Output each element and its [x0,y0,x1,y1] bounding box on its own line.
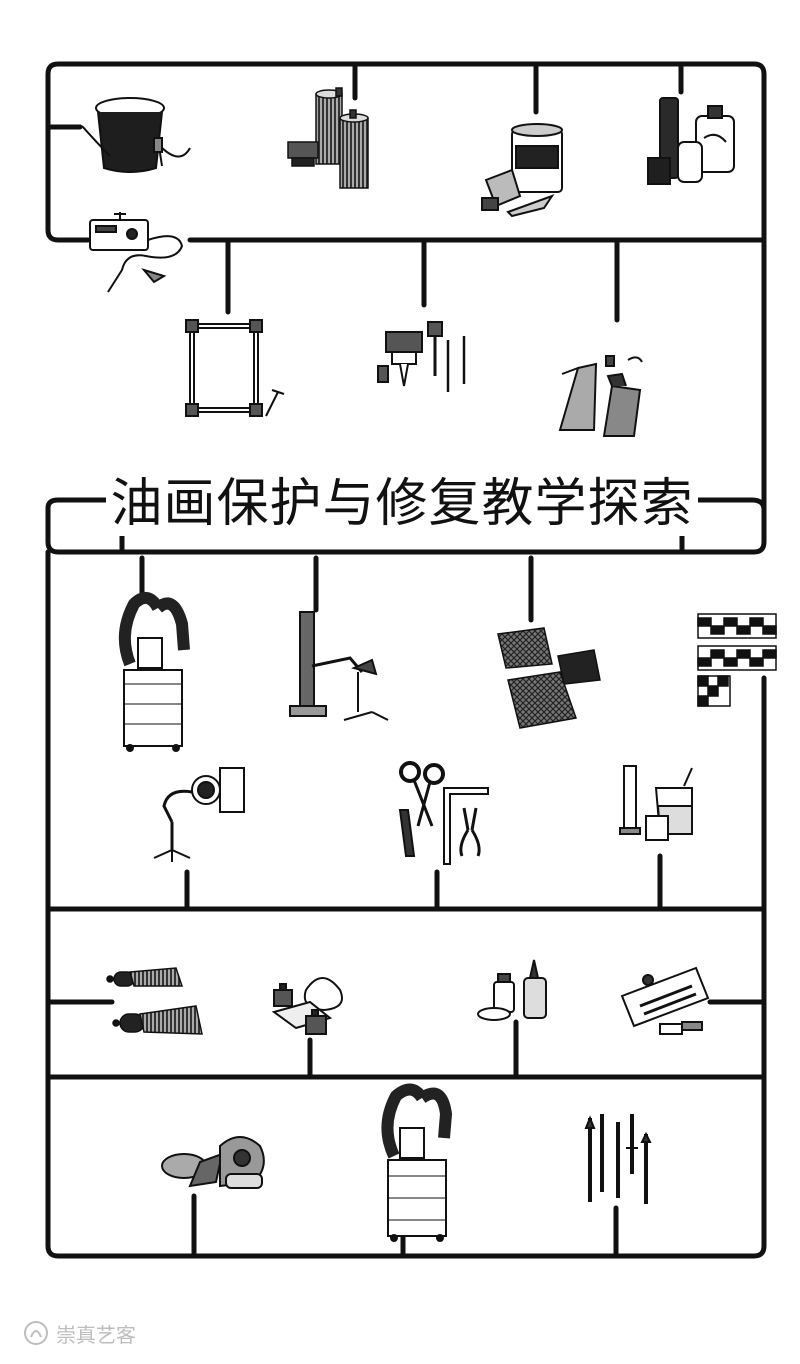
magnifier-lamp-icon [153,767,245,862]
gas-cylinders-icon [287,87,369,189]
color-checker-icon [697,613,777,707]
page-title: 油画保护与修复教学探索 [106,472,698,536]
fume-extractor-icon [381,1083,453,1242]
fume-extractor-icon [118,592,190,752]
adhesive-jar-icon [481,123,563,218]
fabric-rolls-icon [106,967,203,1035]
brushes-icon [377,321,466,392]
lab-glassware-icon [619,765,693,841]
watermark-text: 崇真艺客 [56,1322,136,1347]
watermark: 崇真艺客 [22,1316,136,1350]
stretcher-frame-icon [185,319,285,417]
logo-icon [24,1321,48,1345]
dropper-bottles-icon [477,959,547,1021]
scalpels-icon [584,1114,652,1204]
paint-palette-icon [620,966,710,1035]
glue-pot-icon [81,97,191,173]
vacuum-cleaner-icon [161,1136,265,1189]
mesh-samples-icon [497,627,601,729]
heat-spatula-icon [89,212,184,293]
solvent-bottles-icon [647,97,735,185]
floor-lamp-icon [289,611,389,721]
staple-guns-icon [558,355,643,437]
cutting-tools-icon [398,761,489,865]
weights-sandbag-icon [271,977,343,1035]
connector-lines [45,61,767,1259]
